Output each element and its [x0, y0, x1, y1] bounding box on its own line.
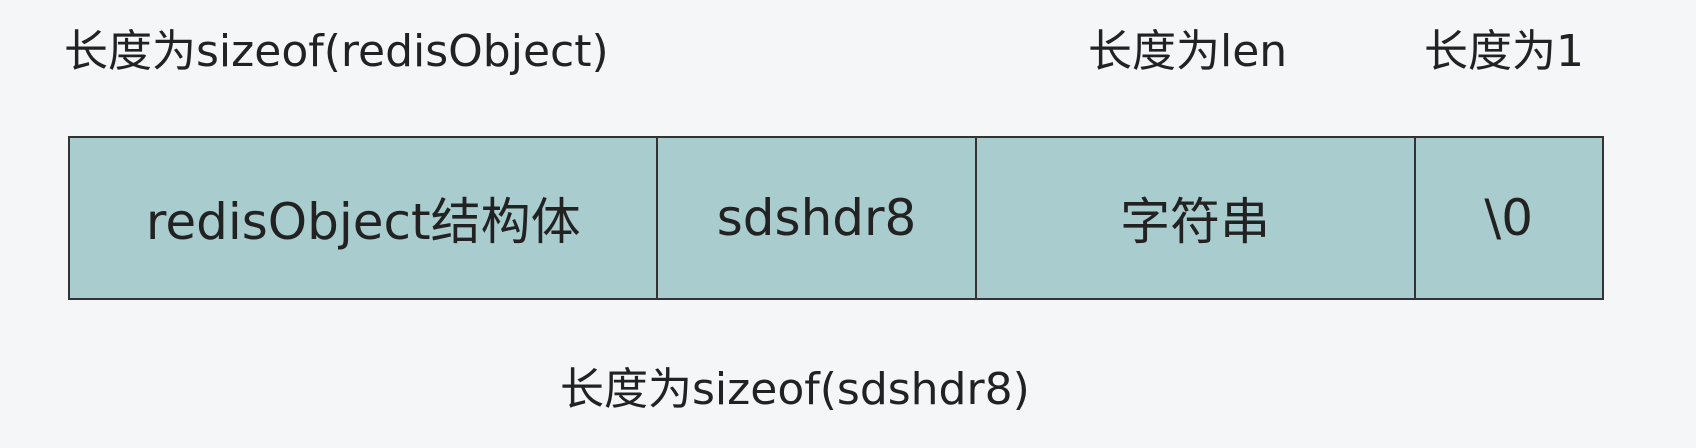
- string-length-label: 长度为len: [1088, 26, 1288, 77]
- redisobject-size-label: 长度为sizeof(redisObject): [64, 26, 609, 77]
- sdshdr8-size-label: 长度为sizeof(sdshdr8): [560, 364, 1030, 415]
- terminator-length-label: 长度为1: [1424, 26, 1584, 77]
- string-cell: 字符串: [976, 138, 1416, 298]
- null-terminator-cell: \0: [1415, 138, 1603, 298]
- redisobject-struct-cell: redisObject结构体: [70, 138, 659, 298]
- sdshdr8-cell: sdshdr8: [658, 138, 977, 298]
- memory-layout-bar: redisObject结构体 sdshdr8 字符串 \0: [68, 136, 1604, 300]
